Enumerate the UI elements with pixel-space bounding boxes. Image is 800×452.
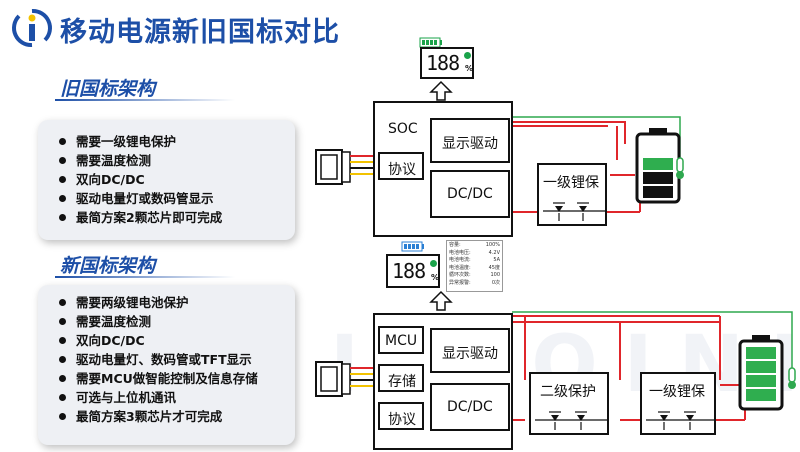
bullet-item: 双向DC/DC	[54, 331, 295, 350]
lcd-status-dot	[464, 52, 471, 59]
old-standard-bullets: 需要一级锂电保护 需要温度检测 双向DC/DC 驱动电量灯或数码管显示 最简方案…	[38, 120, 295, 227]
mcu-label: MCU	[385, 333, 418, 349]
info-row: 循环次数: 100	[449, 272, 500, 280]
info-row: 异常报警: 0次	[449, 280, 500, 288]
mosfet-icon	[543, 202, 605, 221]
usb-port-icon	[315, 149, 351, 185]
info-row: 电池电流: 5A	[449, 257, 500, 265]
secondary-protection-label: 二级保护	[540, 384, 596, 400]
primary-protection-label: 一级锂保	[543, 175, 599, 191]
info-label: 电池电流:	[449, 257, 471, 263]
dcdc-label: DC/DC	[447, 186, 493, 202]
old-standard-panel: 需要一级锂电保护 需要温度检测 双向DC/DC 驱动电量灯或数码管显示 最简方案…	[38, 120, 295, 240]
info-value: 5A	[493, 257, 500, 263]
protocol-block: 协议	[378, 152, 424, 180]
battery-icon	[635, 128, 681, 204]
dcdc-block: DC/DC	[430, 383, 510, 431]
new-standard-underline	[55, 276, 235, 278]
bullet-item: 需要温度检测	[54, 151, 295, 170]
display-driver-block: 显示驱动	[430, 118, 510, 163]
new-standard-bullets: 需要两级锂电池保护 需要温度检测 双向DC/DC 驱动电量灯、数码管或TFT显示…	[38, 285, 295, 426]
bullet-item: 需要两级锂电池保护	[54, 293, 295, 312]
soc-label: SOC	[388, 121, 418, 137]
page-title: 移动电源新旧国标对比	[60, 17, 340, 48]
primary-protection-label: 一级锂保	[649, 384, 705, 400]
lcd-display: 188 %	[420, 47, 474, 79]
battery-icon	[738, 335, 784, 411]
info-label: 电池电压:	[449, 249, 471, 256]
usb-port-icon	[315, 361, 351, 397]
lcd-digits: 188	[426, 51, 460, 75]
protocol-label: 协议	[388, 162, 416, 178]
arrow-up-icon	[429, 80, 453, 101]
mosfet-icon	[646, 411, 714, 430]
bullet-item: 需要温度检测	[54, 312, 295, 331]
info-value: 0次	[491, 279, 500, 286]
lcd-percent: %	[465, 64, 474, 73]
old-standard-underline	[55, 99, 235, 101]
lcd-digits: 188	[392, 259, 426, 283]
info-label: 容量:	[449, 242, 461, 248]
display-driver-label: 显示驱动	[442, 136, 498, 152]
display-driver-block: 显示驱动	[430, 328, 510, 373]
info-row: 容量: 100%	[449, 242, 500, 250]
info-label: 异常报警:	[449, 279, 471, 286]
info-value: 100%	[485, 242, 500, 248]
thermometer-icon	[788, 367, 796, 389]
battery-level-icon	[401, 241, 424, 252]
storage-block: 存储	[378, 364, 424, 392]
battery-info-panel: 容量: 100% 电池电压: 4.2V 电池电流: 5A 电池温度: 45度 循环次数:…	[446, 240, 503, 292]
info-row: 电池电压: 4.2V	[449, 250, 500, 258]
bullet-item: 双向DC/DC	[54, 170, 295, 189]
storage-label: 存储	[388, 374, 416, 390]
primary-protection-block: 一级锂保	[537, 163, 607, 226]
bullet-item: 驱动电量灯或数码管显示	[54, 189, 295, 208]
arrow-up-icon	[429, 290, 453, 311]
info-value: 4.2V	[488, 249, 500, 256]
mosfet-icon	[535, 411, 607, 430]
new-standard-title: 新国标架构	[60, 255, 156, 277]
logo-icon	[12, 8, 52, 48]
thermometer-icon	[676, 157, 684, 179]
info-value: 45度	[488, 264, 500, 271]
new-standard-panel: 需要两级锂电池保护 需要温度检测 双向DC/DC 驱动电量灯、数码管或TFT显示…	[38, 285, 295, 445]
dcdc-label: DC/DC	[447, 399, 493, 415]
old-standard-title: 旧国标架构	[60, 78, 156, 100]
info-row: 电池温度: 45度	[449, 265, 500, 273]
info-value: 100	[490, 272, 500, 278]
info-label: 电池温度:	[449, 264, 471, 271]
brand-logo	[10, 6, 54, 50]
bullet-item: 驱动电量灯、数码管或TFT显示	[54, 350, 295, 369]
lcd-percent: %	[431, 273, 440, 282]
primary-protection-block: 一级锂保	[640, 372, 716, 435]
bullet-item: 可选与上位机通讯	[54, 388, 295, 407]
display-driver-label: 显示驱动	[442, 346, 498, 362]
bullet-item: 最简方案3颗芯片才可完成	[54, 407, 295, 426]
info-label: 循环次数:	[449, 272, 471, 278]
protocol-label: 协议	[388, 412, 416, 428]
protocol-block: 协议	[378, 402, 424, 430]
battery-level-icon	[419, 37, 442, 48]
mcu-block: MCU	[378, 326, 424, 354]
dcdc-block: DC/DC	[430, 170, 510, 218]
lcd-display: 188 %	[386, 254, 440, 288]
bullet-item: 需要一级锂电保护	[54, 132, 295, 151]
bullet-item: 需要MCU做智能控制及信息存储	[54, 369, 295, 388]
lcd-status-dot	[430, 260, 437, 267]
bullet-item: 最简方案2颗芯片即可完成	[54, 208, 295, 227]
secondary-protection-block: 二级保护	[529, 372, 609, 435]
